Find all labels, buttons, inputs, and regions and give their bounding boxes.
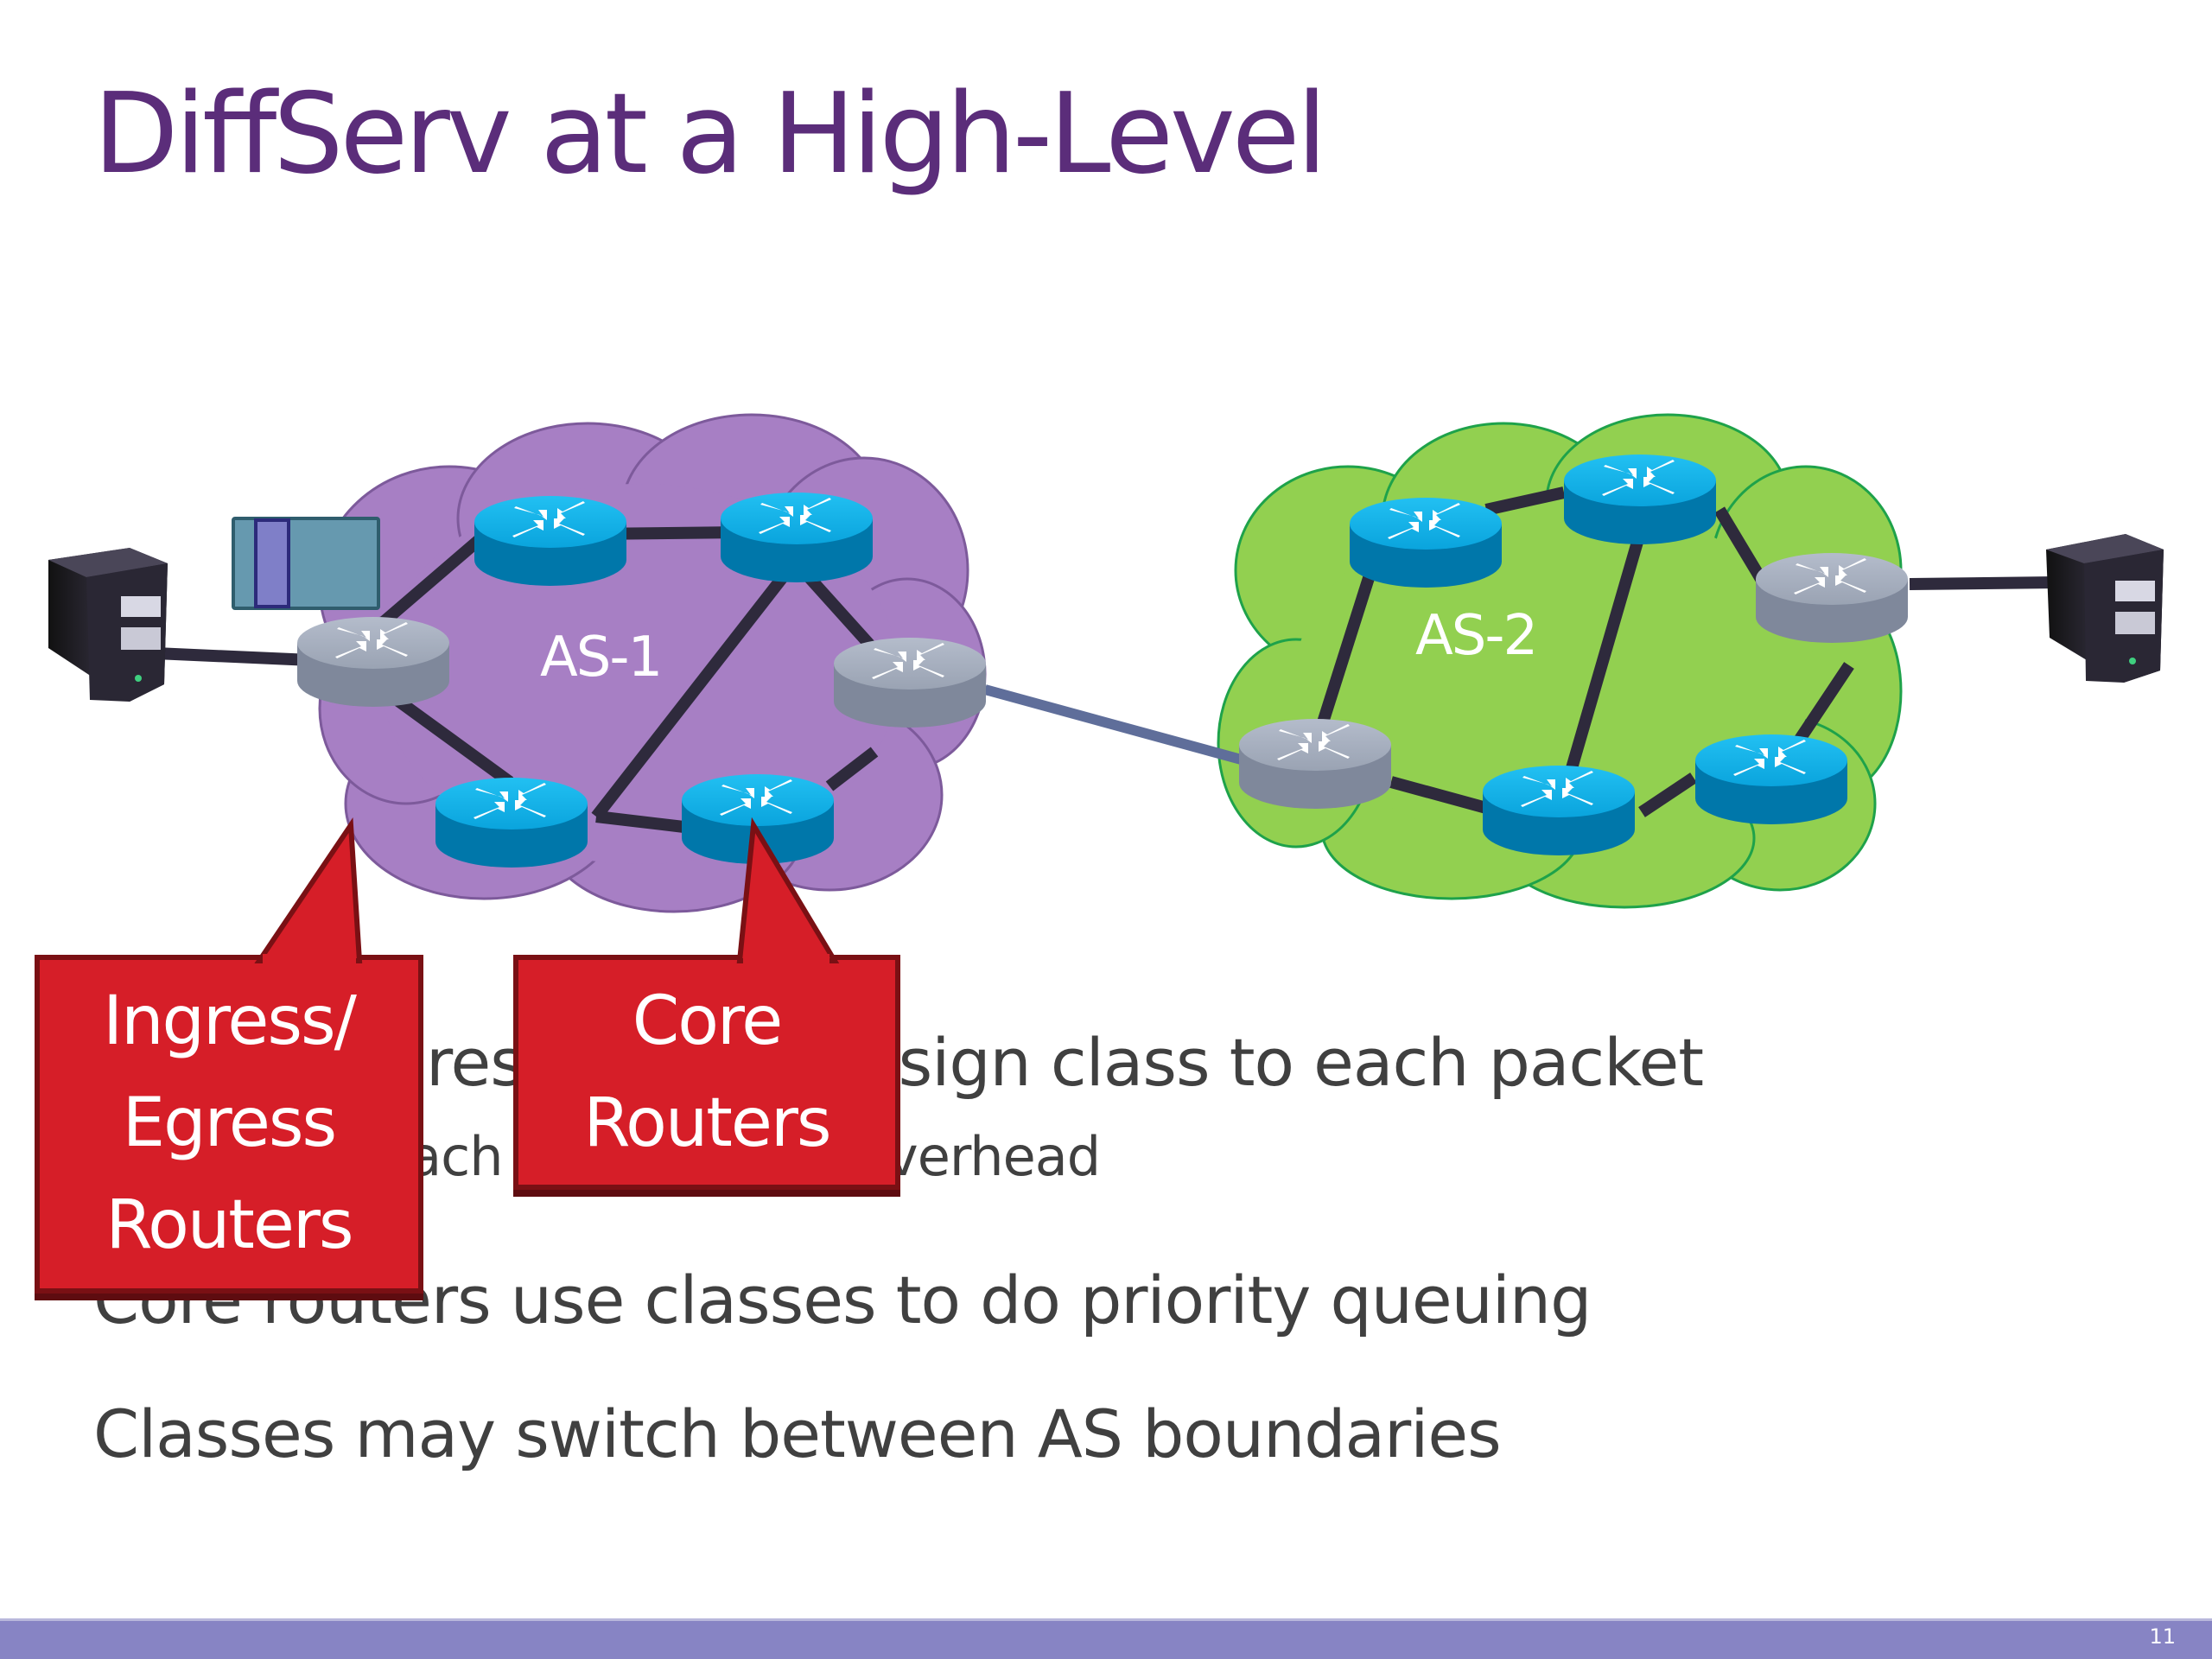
packet-queue-icon [232,517,380,610]
link-as1-1 [369,531,488,636]
edge-router-icon-as2-ingress [1239,719,1391,809]
link-as2-host [1909,576,2057,590]
link-as1-4 [591,557,800,821]
callout-line: Routers [105,1186,353,1264]
bullet-3: Classes may switch between AS boundaries [93,1395,1502,1472]
link-as2-3 [1558,525,1648,797]
edge-router-icon-as1-egress [834,638,986,728]
core-routers-callout: Core Routers [513,955,900,1190]
link-as1-5 [595,810,692,834]
callout-line: Core [632,982,784,1060]
as2-label: AS-2 [1415,604,1536,668]
link-host-ingress [155,647,312,666]
core-router-icon-as2-bottom-right [1695,734,1847,824]
link-as2-5 [1792,662,1854,747]
edge-router-icon-as1-ingress [297,617,449,707]
link-as1-6 [825,747,879,791]
link-as2-6 [1389,776,1488,814]
link-as2-7 [1638,772,1697,817]
as1-label: AS-1 [540,626,661,690]
footer-bar: 11 [0,1618,2212,1659]
link-as2-2 [1484,486,1566,516]
core-router-icon-as1-top-right [721,493,873,582]
source-host-server-icon [48,548,168,702]
links [155,486,2057,834]
destination-host-server-icon [2046,534,2164,683]
callout-line: Ingress/ [103,982,357,1060]
callout-line: Routers [583,1084,831,1162]
ingress-egress-callout: Ingress/ Egress Routers [35,955,423,1294]
inter-as-link [983,684,1246,766]
core-router-icon-as1-top-left [474,496,626,586]
page-number: 11 [2149,1624,2176,1649]
edge-router-icon-as2-egress [1756,553,1908,643]
core-router-icon-as1-bottom-left [435,778,588,868]
core-router-icon-as2-top-left [1350,498,1502,588]
core-router-icon-as2-top [1564,454,1716,544]
link-as2-1 [1312,559,1380,741]
core-router-icon-as2-bottom [1483,766,1635,855]
slide-title: DiffServ at a High-Level [93,70,1327,199]
callout-line: Egress [122,1084,337,1162]
